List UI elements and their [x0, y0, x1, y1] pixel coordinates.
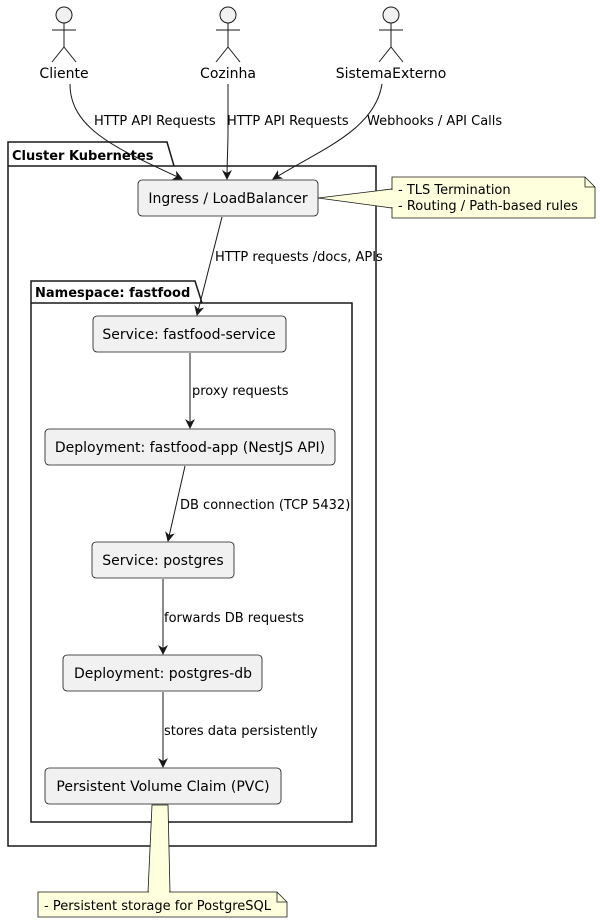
- node-pvc-label: Persistent Volume Claim (PVC): [56, 779, 269, 795]
- edge-ingress-service: [194, 216, 223, 316]
- edge-cozinha-ingress-label: HTTP API Requests: [227, 114, 349, 129]
- node-postgres-db: [62, 654, 263, 692]
- edge-cliente-ingress-label: HTTP API Requests: [94, 114, 216, 129]
- actor-cliente: [51, 6, 77, 63]
- node-fastfood-app: [44, 428, 336, 466]
- actor-cliente-label: Cliente: [39, 66, 88, 82]
- node-fastfood-service-label: Service: fastfood-service: [102, 327, 275, 343]
- actor-sistemaexterno: [378, 6, 404, 63]
- node-postgres-service: [91, 541, 235, 579]
- edge-app-pgservice: [165, 465, 186, 542]
- node-fastfood-app-label: Deployment: fastfood-app (NestJS API): [55, 440, 325, 456]
- node-fastfood-service: [92, 315, 287, 353]
- namespace-package: Namespace: fastfood: [30, 280, 353, 823]
- actor-sistemaexterno-label: SistemaExterno: [336, 66, 447, 82]
- note-ingress-line-2: - Routing / Path-based rules: [398, 199, 578, 214]
- node-postgres-db-label: Deployment: postgres-db: [74, 666, 252, 682]
- edge-db-pvc-label: stores data persistently: [164, 724, 318, 739]
- edge-service-app-label: proxy requests: [192, 384, 289, 399]
- edge-ingress-service-label: HTTP requests /docs, APIs: [215, 250, 383, 265]
- note-pvc: - Persistent storage for PostgreSQL: [37, 804, 288, 918]
- edge-cliente-ingress: [69, 83, 183, 180]
- cluster-package: Cluster Kubernetes: [7, 141, 377, 847]
- actor-cozinha-label: Cozinha: [200, 66, 256, 82]
- node-pvc: [44, 767, 282, 805]
- edge-pgservice-db-label: forwards DB requests: [164, 611, 304, 626]
- node-ingress-label: Ingress / LoadBalancer: [148, 191, 308, 207]
- namespace-package-title: Namespace: fastfood: [35, 286, 190, 301]
- edge-externo-ingress-label: Webhooks / API Calls: [367, 114, 502, 129]
- edge-externo-ingress: [272, 83, 383, 180]
- note-ingress: - TLS Termination - Routing / Path-based…: [317, 176, 596, 219]
- cluster-package-title: Cluster Kubernetes: [12, 149, 154, 164]
- note-pvc-text: - Persistent storage for PostgreSQL: [44, 899, 272, 914]
- node-postgres-service-label: Service: postgres: [102, 553, 223, 569]
- note-ingress-line-1: - TLS Termination: [398, 183, 511, 198]
- edge-cozinha-ingress: [222, 84, 233, 180]
- actor-cozinha: [215, 6, 241, 63]
- edge-app-pgservice-label: DB connection (TCP 5432): [180, 498, 350, 513]
